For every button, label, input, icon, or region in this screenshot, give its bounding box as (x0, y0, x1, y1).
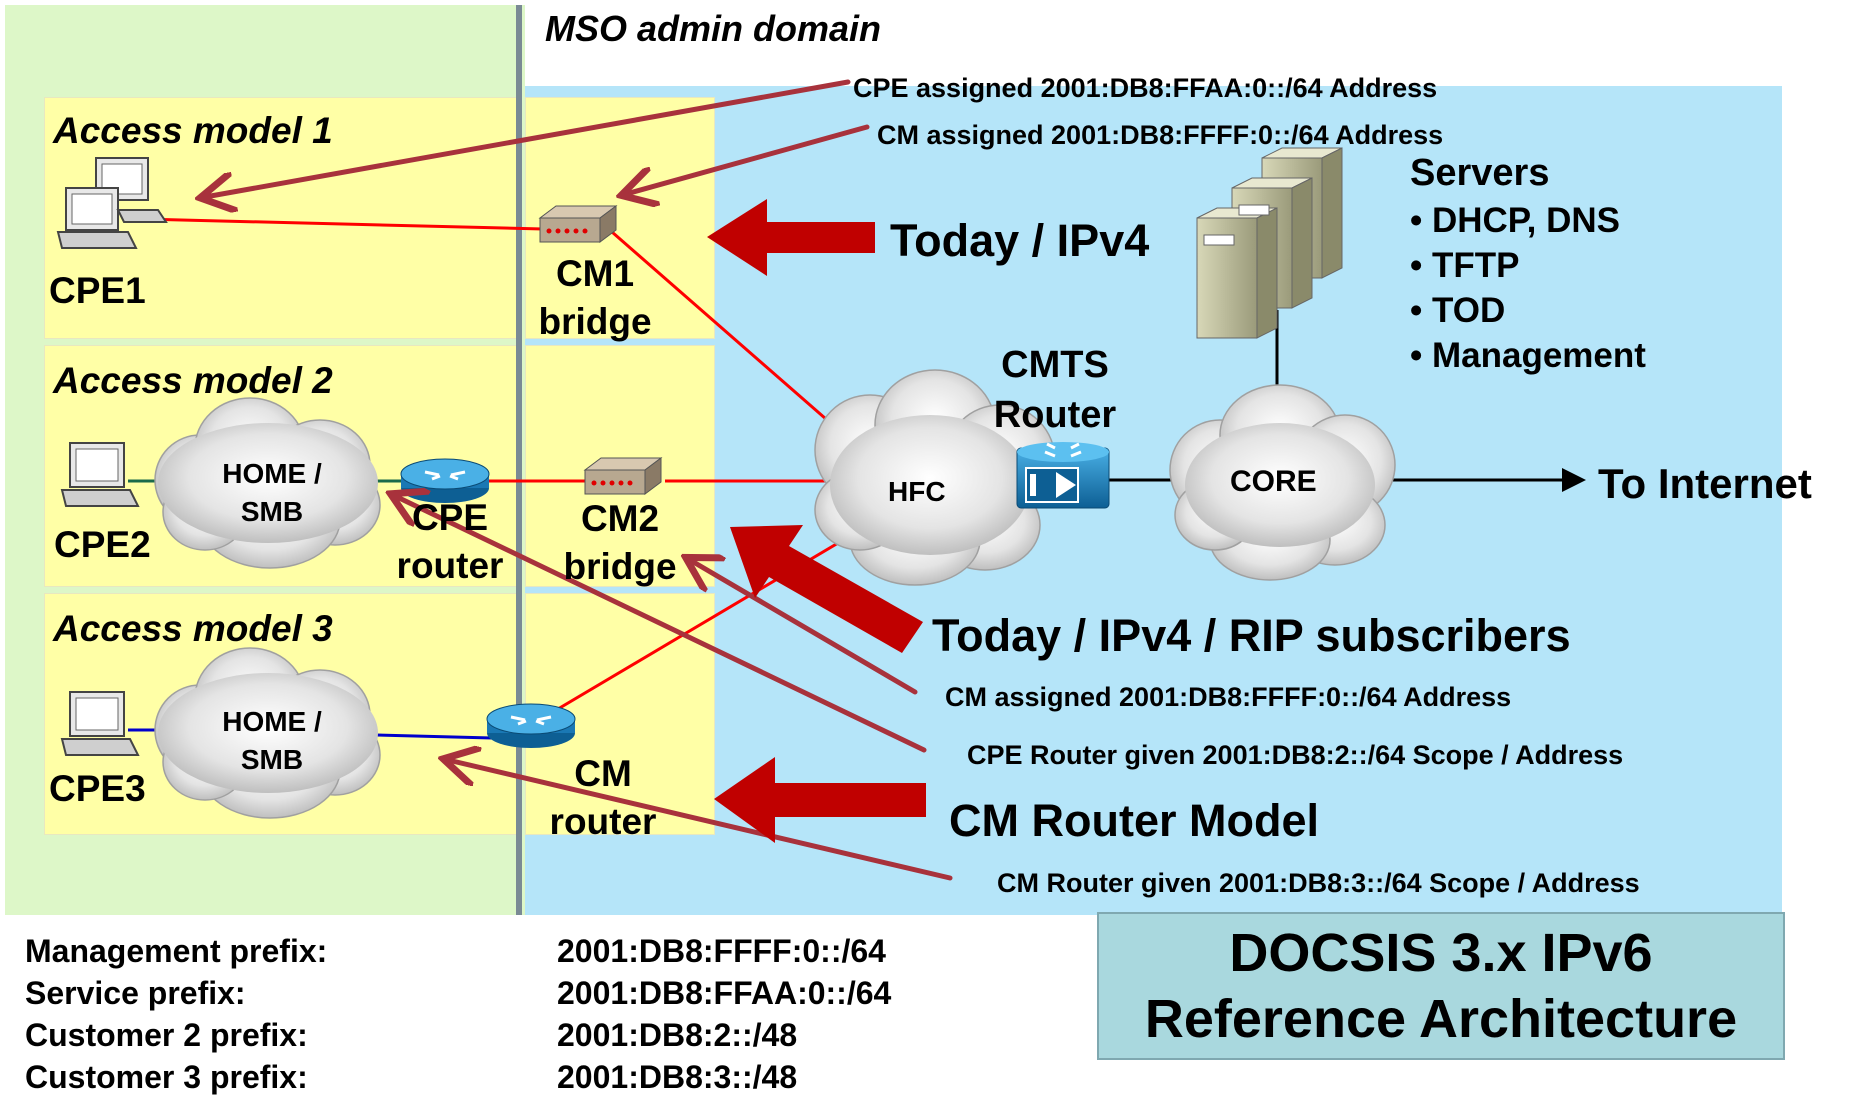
cmts-line2: Router (993, 394, 1117, 436)
annotation-arrows (205, 79, 953, 881)
cm-router-model-annotation: CM Router Model (949, 795, 1319, 846)
cpe2-pc-icon (60, 442, 140, 507)
prefix-table: Management prefix: 2001:DB8:FFFF:0::/64 … (25, 933, 891, 1101)
cloud-hfc (814, 369, 1056, 586)
server-item-label: TOD (1431, 291, 1506, 330)
cm-router-icon (486, 703, 576, 748)
cm2-modem-icon (583, 457, 663, 495)
cpe1-label: CPE1 (49, 270, 146, 311)
block-arrow-cm-router-model (714, 757, 926, 843)
cm1-bridge-label: CM1 bridge (520, 250, 670, 346)
cpe-assigned-annotation: CPE assigned 2001:DB8:FFAA:0::/64 Addres… (853, 73, 1438, 103)
server-item: • TOD (1410, 291, 1506, 330)
arrow-cpe-router-given (395, 496, 927, 753)
prefix-value: 2001:DB8:FFFF:0::/64 (557, 933, 886, 969)
cm2-line1: CM2 (580, 498, 660, 539)
cm1-modem-icon (538, 205, 618, 243)
cm-assigned-mid-annotation: CM assigned 2001:DB8:FFFF:0::/64 Address (945, 682, 1512, 712)
prefix-label: Customer 3 prefix: (25, 1059, 308, 1095)
access-model-2-title: Access model 2 (53, 360, 333, 401)
home-smb-2-line2: SMB (240, 496, 304, 527)
access-model-1-title: Access model 1 (53, 110, 333, 151)
block-arrow-today-rip (730, 525, 923, 653)
prefix-value: 2001:DB8:FFAA:0::/64 (557, 975, 892, 1011)
to-internet-label: To Internet (1598, 460, 1812, 507)
prefix-row: Customer 2 prefix: 2001:DB8:2::/48 (25, 1017, 891, 1059)
today-rip-annotation: Today / IPv4 / RIP subscribers (932, 610, 1571, 661)
cm2-line2: bridge (563, 546, 677, 587)
link-cm1-hfc (611, 230, 851, 442)
home-smb-3-line2: SMB (240, 744, 304, 775)
mso-admin-domain-label: MSO admin domain (545, 8, 882, 49)
cpe3-label: CPE3 (49, 768, 146, 809)
cpe1-pc-icon (56, 157, 168, 249)
server-item-label: Management (1431, 336, 1646, 375)
arrow-cpe-assigned (205, 79, 851, 197)
cpe-router-label: CPE router (385, 494, 515, 590)
today-ipv4-annotation: Today / IPv4 (890, 215, 1150, 266)
prefix-label: Customer 2 prefix: (25, 1017, 308, 1053)
access-model-3-title: Access model 3 (53, 608, 333, 649)
cm-assigned-top-annotation: CM assigned 2001:DB8:FFFF:0::/64 Address (877, 120, 1444, 150)
cpe3-pc-icon (60, 691, 140, 756)
cm2-bridge-label: CM2 bridge (545, 495, 695, 591)
prefix-value: 2001:DB8:2::/48 (557, 1017, 798, 1053)
title-box: DOCSIS 3.x IPv6 Reference Architecture (1097, 912, 1785, 1060)
prefix-row: Management prefix: 2001:DB8:FFFF:0::/64 (25, 933, 891, 975)
prefix-row: Service prefix: 2001:DB8:FFAA:0::/64 (25, 975, 891, 1017)
cmts-line1: CMTS (1001, 344, 1109, 386)
cpe-router-given-annotation: CPE Router given 2001:DB8:2::/64 Scope /… (967, 740, 1624, 770)
server-item-label: TFTP (1431, 246, 1520, 285)
cm-router-label: CM router (528, 750, 678, 846)
link-cpe1-cm1 (141, 217, 544, 231)
home-smb-3-line1: HOME / (222, 706, 322, 737)
cloud-core (1169, 384, 1396, 581)
servers-title: Servers (1410, 152, 1550, 194)
hfc-label: HFC (888, 476, 946, 507)
title-line-1: DOCSIS 3.x IPv6 (1229, 923, 1653, 983)
cm-router-given-annotation: CM Router given 2001:DB8:3::/64 Scope / … (997, 868, 1640, 898)
link-cloud-cmrouter (374, 733, 493, 740)
prefix-label: Service prefix: (25, 975, 246, 1011)
cm1-line2: bridge (538, 301, 652, 342)
home-smb-3-label: HOME / SMB (212, 703, 332, 779)
server-item-label: DHCP, DNS (1431, 201, 1620, 240)
arrow-cm-assigned-mid (690, 560, 918, 695)
title-line-2: Reference Architecture (1144, 989, 1738, 1049)
cpe-router-line2: router (396, 545, 504, 586)
servers-list: • DHCP, DNS • TFTP • TOD • Management (1410, 198, 1646, 378)
server-item: • DHCP, DNS (1410, 201, 1620, 240)
server-item: • Management (1410, 336, 1646, 375)
cloud-home-smb-3 (154, 647, 381, 819)
home-smb-2-label: HOME / SMB (212, 455, 332, 531)
prefix-value: 2001:DB8:3::/48 (557, 1059, 798, 1095)
arrow-cm-router-given (448, 760, 953, 881)
core-label: CORE (1230, 465, 1317, 498)
prefix-row: Customer 3 prefix: 2001:DB8:3::/48 (25, 1059, 891, 1101)
cmts-router-icon (1016, 442, 1110, 509)
server-stack-icon (1196, 147, 1343, 339)
cm1-line1: CM1 (555, 253, 635, 294)
cpe-router-line1: CPE (411, 497, 489, 538)
block-arrows (707, 199, 926, 843)
cpe2-label: CPE2 (54, 524, 151, 565)
admin-domain-divider (516, 5, 522, 915)
home-smb-2-line1: HOME / (222, 458, 322, 489)
server-item: • TFTP (1410, 246, 1520, 285)
cm-router-line1: CM (574, 753, 632, 794)
block-arrow-today-ipv4 (707, 199, 875, 276)
prefix-label: Management prefix: (25, 933, 328, 969)
arrow-cm-assigned-top (626, 124, 870, 194)
cloud-home-smb-2 (154, 397, 381, 569)
cmts-router-label: CMTS Router (975, 340, 1135, 440)
cm-router-line2: router (549, 801, 657, 842)
